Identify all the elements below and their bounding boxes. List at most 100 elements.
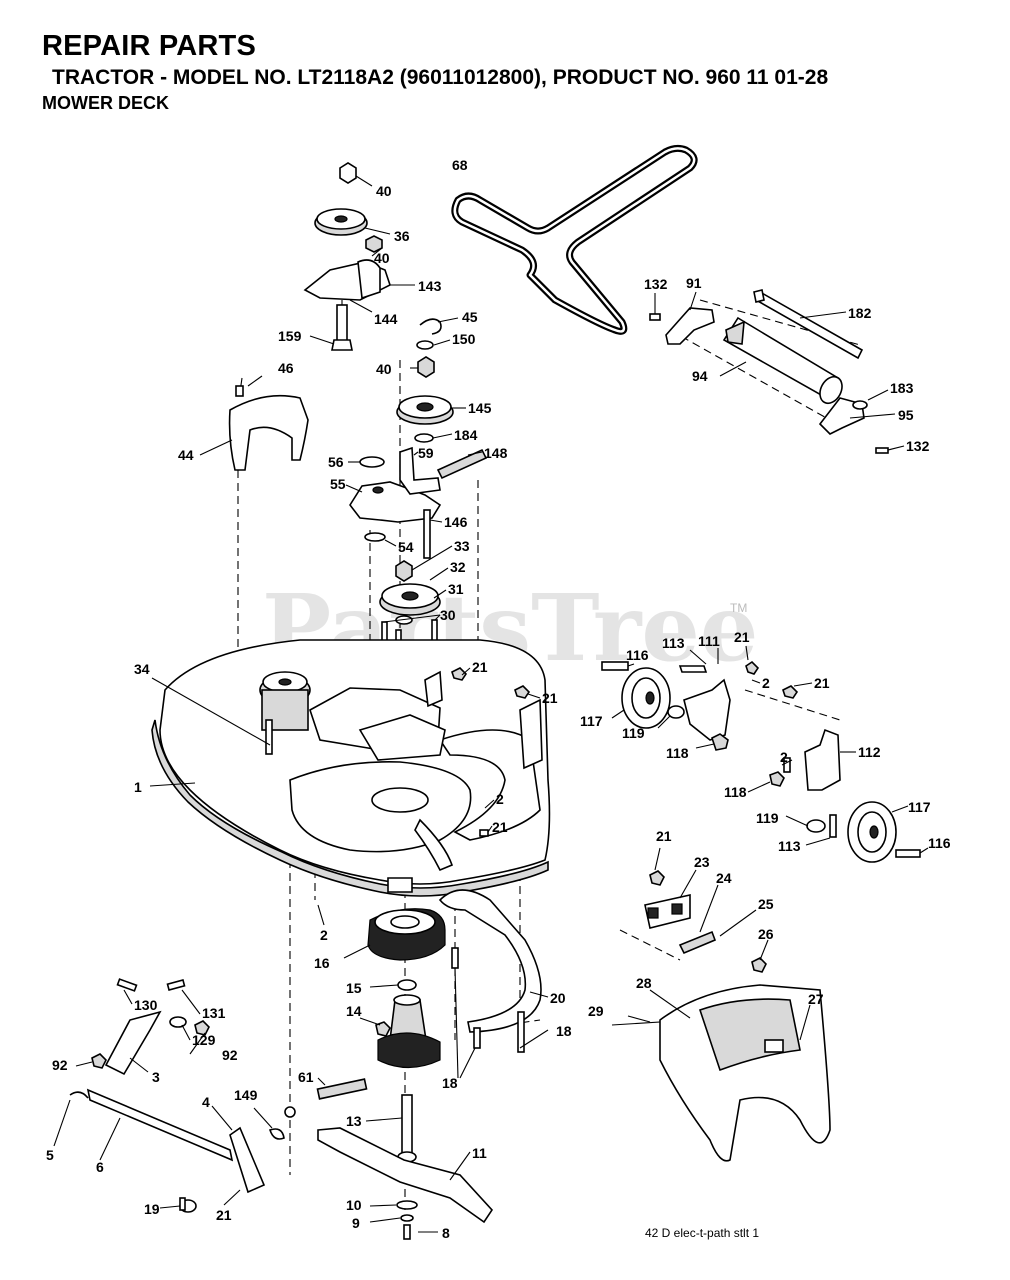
part-label-40: 40 bbox=[376, 183, 392, 199]
gauge-wheel-left bbox=[451, 660, 799, 751]
part-label-34: 34 bbox=[134, 661, 150, 677]
part-label-18: 18 bbox=[442, 1075, 458, 1091]
part-label-143: 143 bbox=[418, 278, 442, 294]
gauge-wheel-right bbox=[769, 728, 921, 863]
part-label-30: 30 bbox=[440, 607, 456, 623]
part-label-144: 144 bbox=[374, 311, 398, 327]
part-label-54: 54 bbox=[398, 539, 414, 555]
part-label-92: 92 bbox=[52, 1057, 68, 1073]
model-number-line: TRACTOR - MODEL NO. LT2118A2 (9601101280… bbox=[52, 66, 829, 89]
part-label-91: 91 bbox=[686, 275, 702, 291]
part-label-29: 29 bbox=[588, 1003, 604, 1019]
page-header: REPAIR PARTS TRACTOR - MODEL NO. LT2118A… bbox=[42, 30, 828, 114]
part-label-95: 95 bbox=[898, 407, 914, 423]
part-label-118: 118 bbox=[666, 745, 689, 761]
part-label-36: 36 bbox=[394, 228, 410, 244]
diagram-code: 42 D elec-t-path stlt 1 bbox=[645, 1226, 760, 1240]
part-label-184: 184 bbox=[454, 427, 478, 443]
part-label-40: 40 bbox=[376, 361, 392, 377]
part-label-1: 1 bbox=[134, 779, 142, 795]
center-idler-stack bbox=[396, 318, 454, 443]
part-label-113: 113 bbox=[662, 635, 685, 651]
part-label-28: 28 bbox=[636, 975, 652, 991]
part-label-111: 111 bbox=[698, 633, 720, 649]
section-title: MOWER DECK bbox=[42, 93, 169, 113]
part-label-32: 32 bbox=[450, 559, 466, 575]
part-label-44: 44 bbox=[178, 447, 194, 463]
part-label-116: 116 bbox=[928, 835, 951, 851]
part-label-92: 92 bbox=[222, 1047, 238, 1063]
part-label-8: 8 bbox=[442, 1225, 450, 1241]
part-label-119: 119 bbox=[756, 810, 779, 826]
part-label-19: 19 bbox=[144, 1201, 160, 1217]
part-label-132: 132 bbox=[906, 438, 930, 454]
part-label-130: 130 bbox=[134, 997, 158, 1013]
part-label-20: 20 bbox=[550, 990, 566, 1006]
part-label-129: 129 bbox=[192, 1032, 216, 1048]
part-label-68: 68 bbox=[452, 157, 468, 173]
part-label-2: 2 bbox=[496, 791, 504, 807]
blade-spindle-assembly bbox=[317, 908, 494, 1240]
part-label-94: 94 bbox=[692, 368, 708, 384]
gauge-roller-assembly bbox=[649, 289, 889, 454]
part-label-21: 21 bbox=[472, 659, 488, 675]
discharge-chute-assembly bbox=[611, 870, 831, 1162]
part-label-159: 159 bbox=[278, 328, 302, 344]
part-label-13: 13 bbox=[346, 1113, 362, 1129]
idler-arm-assembly bbox=[349, 446, 488, 559]
part-label-5: 5 bbox=[46, 1147, 54, 1163]
part-label-116: 116 bbox=[626, 647, 649, 663]
part-label-21: 21 bbox=[542, 690, 558, 706]
part-label-45: 45 bbox=[462, 309, 478, 325]
part-label-149: 149 bbox=[234, 1087, 258, 1103]
part-label-18: 18 bbox=[556, 1023, 572, 1039]
part-label-33: 33 bbox=[454, 538, 470, 554]
part-label-21: 21 bbox=[734, 629, 750, 645]
part-label-61: 61 bbox=[298, 1069, 314, 1085]
part-label-56: 56 bbox=[328, 454, 344, 470]
part-label-27: 27 bbox=[808, 991, 824, 1007]
part-label-9: 9 bbox=[352, 1215, 360, 1231]
idler-pulley-assembly bbox=[303, 162, 391, 351]
part-label-59: 59 bbox=[418, 445, 434, 461]
part-label-24: 24 bbox=[716, 870, 732, 886]
part-label-40: 40 bbox=[374, 250, 390, 266]
part-label-131: 131 bbox=[202, 1005, 226, 1021]
part-label-117: 117 bbox=[908, 799, 931, 815]
part-label-6: 6 bbox=[96, 1159, 104, 1175]
part-label-25: 25 bbox=[758, 896, 774, 912]
part-label-46: 46 bbox=[278, 360, 294, 376]
baffle-part-20 bbox=[438, 889, 542, 1053]
part-label-2: 2 bbox=[320, 927, 328, 943]
part-label-146: 146 bbox=[444, 514, 468, 530]
part-label-183: 183 bbox=[890, 380, 914, 396]
part-label-145: 145 bbox=[468, 400, 492, 416]
part-label-182: 182 bbox=[848, 305, 872, 321]
part-label-113: 113 bbox=[778, 838, 801, 854]
part-label-117: 117 bbox=[580, 713, 603, 729]
part-label-21: 21 bbox=[492, 819, 508, 835]
part-label-55: 55 bbox=[330, 476, 346, 492]
part-label-4: 4 bbox=[202, 1094, 210, 1110]
belt-shield-part-44 bbox=[228, 377, 309, 471]
page-title: REPAIR PARTS bbox=[42, 30, 257, 62]
part-label-23: 23 bbox=[694, 854, 710, 870]
part-label-15: 15 bbox=[346, 980, 362, 996]
part-label-21: 21 bbox=[216, 1207, 232, 1223]
part-label-118: 118 bbox=[724, 784, 747, 800]
leader-lines bbox=[53, 175, 929, 1233]
mower-deck-part-1 bbox=[151, 639, 551, 897]
part-label-150: 150 bbox=[452, 331, 476, 347]
part-label-10: 10 bbox=[346, 1197, 362, 1213]
part-label-21: 21 bbox=[814, 675, 830, 691]
part-label-3: 3 bbox=[152, 1069, 160, 1085]
belt-part-68 bbox=[451, 144, 698, 335]
part-label-132: 132 bbox=[644, 276, 668, 292]
part-label-16: 16 bbox=[314, 955, 330, 971]
part-label-11: 11 bbox=[472, 1145, 487, 1161]
part-label-26: 26 bbox=[758, 926, 774, 942]
part-label-2: 2 bbox=[780, 749, 788, 765]
part-label-2: 2 bbox=[762, 675, 770, 691]
part-label-21: 21 bbox=[656, 828, 672, 844]
part-label-31: 31 bbox=[448, 581, 464, 597]
